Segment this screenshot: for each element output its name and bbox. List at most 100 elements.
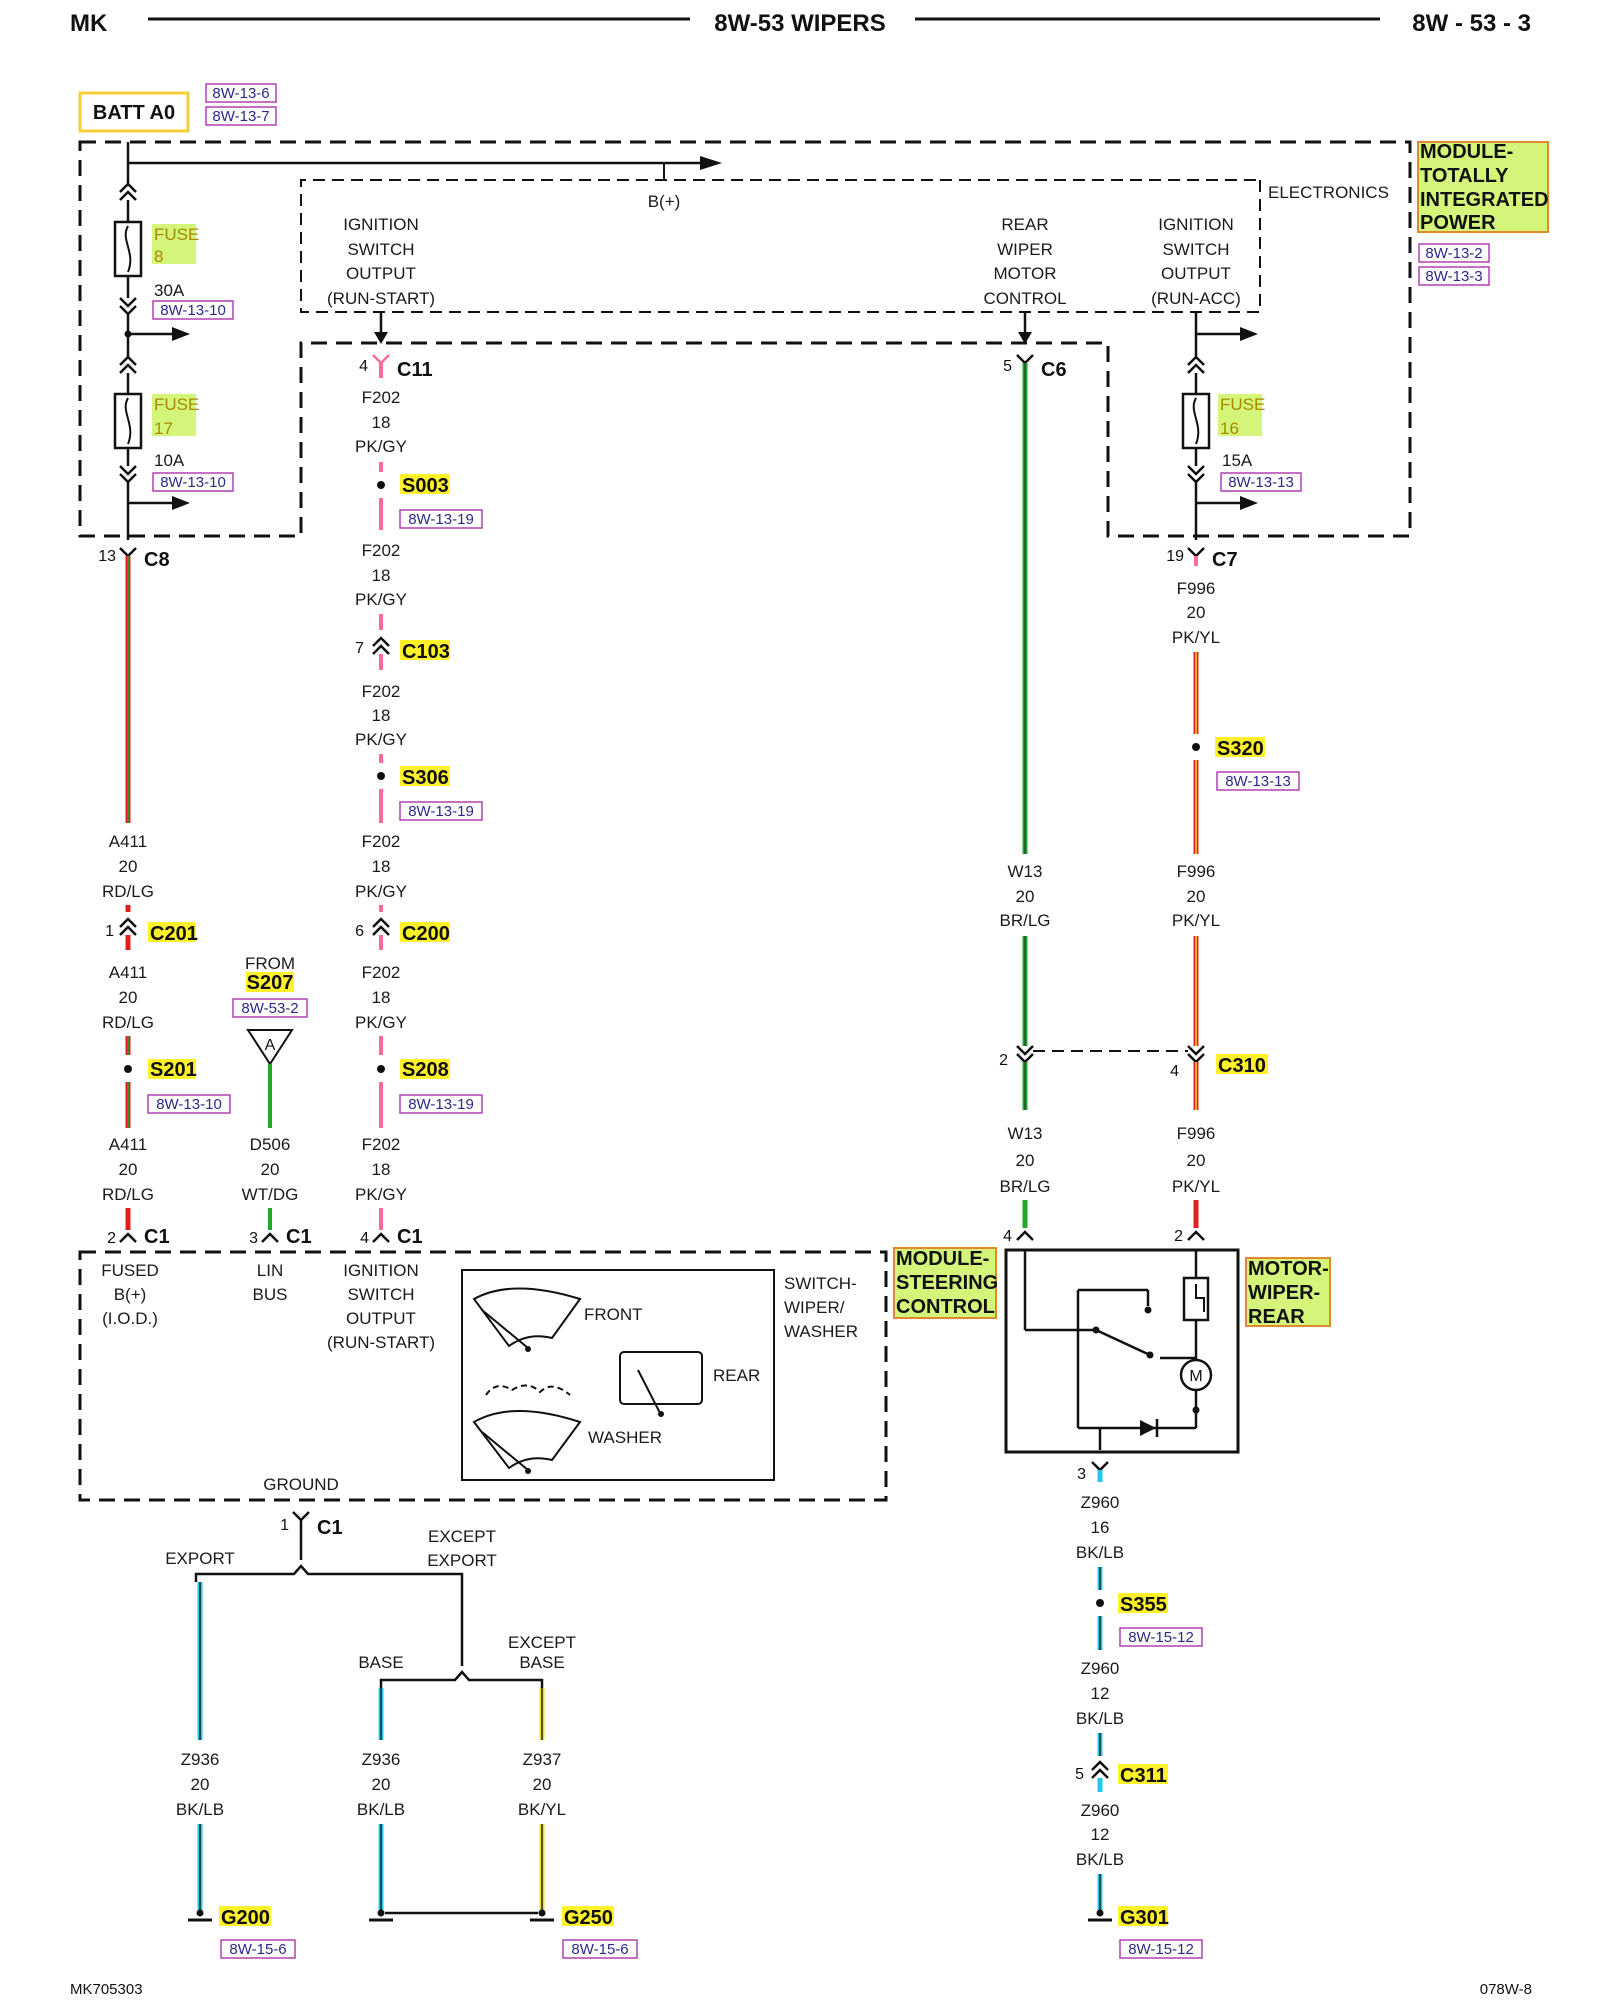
front-wiper-arm bbox=[481, 1309, 529, 1349]
fuse-17-element bbox=[124, 397, 132, 445]
rwc-2: WIPER bbox=[997, 240, 1053, 259]
bplus-arrow bbox=[700, 156, 722, 170]
rear-wiper-icon bbox=[619, 1351, 703, 1405]
motor-node-1 bbox=[1092, 1326, 1100, 1334]
scm-fused-3: (I.O.D.) bbox=[102, 1309, 158, 1328]
batt-a0: BATT A0 8W-13-6 8W-13-7 bbox=[78, 83, 277, 133]
batt-ref-box-1 bbox=[205, 83, 277, 103]
z937-circuit: Z937 bbox=[523, 1750, 562, 1769]
ign-run-acc-label: IGNITION SWITCH OUTPUT (RUN-ACC) bbox=[1151, 215, 1241, 308]
motor-contact-2 bbox=[1146, 1351, 1154, 1359]
scm-fused-2: B(+) bbox=[114, 1285, 147, 1304]
s208-ref[interactable]: 8W-13-19 bbox=[408, 1096, 474, 1113]
a411-1-gauge: 20 bbox=[119, 857, 138, 876]
d506-gauge: 20 bbox=[261, 1160, 280, 1179]
fuse-17-highlight bbox=[152, 394, 196, 436]
batt-label: BATT A0 bbox=[93, 102, 175, 124]
lfc-chev-7 bbox=[119, 465, 137, 476]
c1g-pin: 1 bbox=[280, 1517, 289, 1534]
c1b-pin: 3 bbox=[249, 1230, 258, 1247]
tipm-ref-2[interactable]: 8W-13-3 bbox=[1425, 268, 1482, 285]
a411-2-gauge: 20 bbox=[119, 988, 138, 1007]
g250-ref-box bbox=[562, 1939, 638, 1959]
fuse-8: FUSE 8 30A 8W-13-10 bbox=[113, 220, 234, 320]
c1b-name: C1 bbox=[286, 1226, 312, 1248]
washer-wiper-arm bbox=[481, 1431, 529, 1471]
s003-ref[interactable]: 8W-13-19 bbox=[408, 511, 474, 528]
motor3-symbol bbox=[1091, 1461, 1109, 1472]
bplus-label: B(+) bbox=[648, 192, 681, 211]
scm-ground-label: GROUND bbox=[263, 1475, 339, 1494]
c1c-pin: 4 bbox=[360, 1230, 369, 1247]
c1a-name: C1 bbox=[144, 1226, 170, 1248]
s201-ref[interactable]: 8W-13-10 bbox=[156, 1096, 222, 1113]
fuse-8-ref[interactable]: 8W-13-10 bbox=[160, 302, 226, 319]
s306-ref[interactable]: 8W-13-19 bbox=[408, 803, 474, 820]
a411-3-circuit: A411 bbox=[109, 1135, 147, 1154]
s320-ref[interactable]: 8W-13-13 bbox=[1225, 773, 1291, 790]
fuse-16-ref[interactable]: 8W-13-13 bbox=[1228, 474, 1294, 491]
a411-1-color: RD/LG bbox=[102, 882, 154, 901]
right-fuse-chain bbox=[1187, 312, 1244, 540]
f202-2-gauge: 18 bbox=[372, 566, 391, 585]
f202-5-gauge: 18 bbox=[372, 988, 391, 1007]
c7-symbol bbox=[1187, 547, 1205, 558]
d506-circuit: D506 bbox=[250, 1135, 291, 1154]
g301-ref[interactable]: 8W-15-12 bbox=[1128, 1941, 1194, 1958]
g200-dot bbox=[196, 1909, 204, 1917]
fuse-17-ref[interactable]: 8W-13-10 bbox=[160, 474, 226, 491]
motor-node-2 bbox=[1192, 1406, 1200, 1414]
fuse-17-amp: 10A bbox=[154, 451, 185, 470]
f202-2-circuit: F202 bbox=[362, 541, 401, 560]
c201-highlight bbox=[148, 922, 196, 942]
tipm-ref-1[interactable]: 8W-13-2 bbox=[1425, 245, 1482, 262]
washer-wiper-pivot bbox=[525, 1468, 531, 1474]
batt-ref-2[interactable]: 8W-13-7 bbox=[212, 108, 269, 125]
f996-2-gauge: 20 bbox=[1187, 887, 1206, 906]
ign-rs-2: SWITCH bbox=[347, 240, 414, 259]
fuse-17-num: 17 bbox=[154, 419, 173, 438]
c103-chev-2 bbox=[372, 644, 390, 655]
g200-ref[interactable]: 8W-15-6 bbox=[229, 1941, 286, 1958]
wire-w13: 5 C6 W13 20 BR/LG 2 W13 20 BR/LG 4 bbox=[999, 312, 1067, 1245]
z936-2-gauge: 20 bbox=[372, 1775, 391, 1794]
tipm-outer-boundary bbox=[78, 140, 1412, 538]
f202-1-circuit: F202 bbox=[362, 388, 401, 407]
scm-switch-1: SWITCH- bbox=[784, 1274, 857, 1293]
scm-ign-3: OUTPUT bbox=[346, 1309, 416, 1328]
s208-dot bbox=[377, 1065, 385, 1073]
c1b-symbol bbox=[261, 1232, 279, 1243]
motor-breaker-element bbox=[1195, 1284, 1205, 1312]
steering-control-module: MODULE- STEERING CONTROL FUSED B(+) (I.O… bbox=[78, 1247, 998, 1502]
scm-switch-3: WASHER bbox=[784, 1322, 858, 1341]
ign-ra-4: (RUN-ACC) bbox=[1151, 289, 1241, 308]
s207-ref[interactable]: 8W-53-2 bbox=[241, 1000, 298, 1017]
c11-symbol bbox=[372, 354, 390, 365]
rear-wiper-motor: MOTOR- WIPER- REAR M bbox=[1004, 1248, 1331, 1454]
c311-pin: 5 bbox=[1075, 1766, 1084, 1783]
rfc-chev-2 bbox=[1187, 363, 1205, 374]
motor-switch-blade bbox=[1095, 1328, 1151, 1357]
batt-ref-1[interactable]: 8W-13-6 bbox=[212, 85, 269, 102]
s320-name: S320 bbox=[1217, 738, 1264, 760]
ign-rs-1: IGNITION bbox=[343, 215, 419, 234]
z960-1-circuit: Z960 bbox=[1081, 1493, 1120, 1512]
c200-chev-2 bbox=[372, 925, 390, 936]
z937-gauge: 20 bbox=[533, 1775, 552, 1794]
f202-2-color: PK/GY bbox=[355, 590, 407, 609]
lfc-arrow-2 bbox=[172, 496, 190, 510]
f996-2-color: PK/YL bbox=[1172, 911, 1220, 930]
z960-2-color: BK/LB bbox=[1076, 1709, 1124, 1728]
s201-ref-box bbox=[147, 1094, 231, 1114]
fuse-8-element bbox=[124, 225, 132, 273]
g250-ref[interactable]: 8W-15-6 bbox=[571, 1941, 628, 1958]
lfc-node-1 bbox=[124, 330, 132, 338]
rear-wiper-pivot bbox=[658, 1411, 664, 1417]
w13-2-circuit: W13 bbox=[1008, 1124, 1043, 1143]
s355-ref[interactable]: 8W-15-12 bbox=[1128, 1629, 1194, 1646]
s306-ref-box bbox=[399, 801, 483, 821]
tipm-name-4: POWER bbox=[1420, 212, 1496, 234]
tipm-name: MODULE- TOTALLY INTEGRATED POWER 8W-13-2… bbox=[1417, 141, 1549, 286]
